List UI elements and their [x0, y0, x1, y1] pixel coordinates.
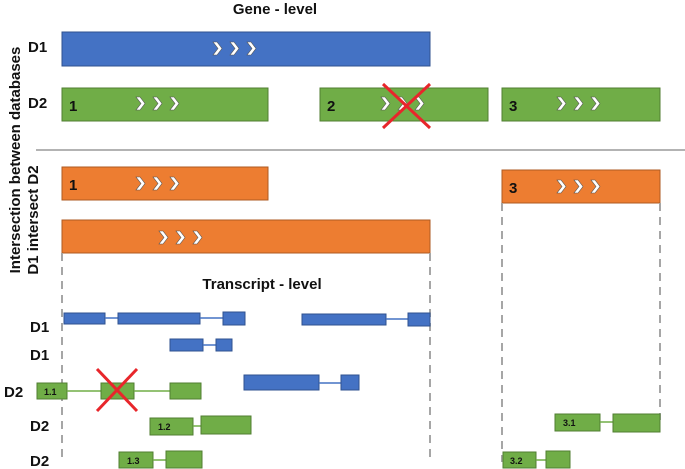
intersect-gene-number-1: 1 [69, 177, 77, 194]
red-cross-icon [95, 367, 139, 413]
d2-transcript-1-3 [118, 450, 203, 469]
side-label-top: Intersection between databases [7, 47, 24, 274]
intersect-gene-number-3: 3 [509, 180, 517, 197]
row-label-transcript-d1-b: D1 [30, 347, 49, 364]
d1-transcript-c [169, 338, 233, 352]
transcript-level-title: Transcript - level [202, 276, 321, 293]
intersect-gene-bar-1 [61, 166, 269, 201]
transcript-id-1-1: 1.1 [44, 387, 57, 397]
d2-gene-number-1: 1 [69, 98, 77, 115]
d2-gene-bar-1 [61, 87, 269, 122]
row-label-d1-gene: D1 [28, 39, 47, 56]
row-label-d2-gene: D2 [28, 95, 47, 112]
transcript-id-1-2: 1.2 [158, 422, 171, 432]
transcript-id-1-3: 1.3 [127, 456, 140, 466]
row-label-transcript-d2-b: D2 [30, 418, 49, 435]
d2-transcript-extra [243, 374, 360, 391]
gene-level-title: Gene - level [233, 1, 317, 18]
d1-transcript-b [301, 312, 431, 327]
red-cross-icon [381, 82, 432, 130]
row-label-transcript-d2-c: D2 [30, 453, 49, 469]
row-label-transcript-d1-a: D1 [30, 319, 49, 336]
transcript-id-3-2: 3.2 [510, 456, 523, 466]
side-label-bottom: D1 intersect D2 [25, 165, 42, 274]
d2-transcript-3-1 [554, 413, 661, 433]
dashed-guides [61, 203, 661, 462]
intersect-gene-bar-merged [61, 219, 431, 254]
d1-transcript-a [63, 311, 246, 326]
d2-transcript-1-2 [149, 415, 252, 436]
d1-gene-bar [61, 31, 431, 67]
d2-transcript-3-2 [502, 450, 571, 469]
d2-gene-number-2: 2 [327, 98, 335, 115]
transcript-id-3-1: 3.1 [563, 418, 576, 428]
d2-gene-number-3: 3 [509, 98, 517, 115]
side-label: Intersection between databases D1 inters… [7, 47, 42, 275]
row-label-transcript-d2-a: D2 [4, 384, 23, 401]
